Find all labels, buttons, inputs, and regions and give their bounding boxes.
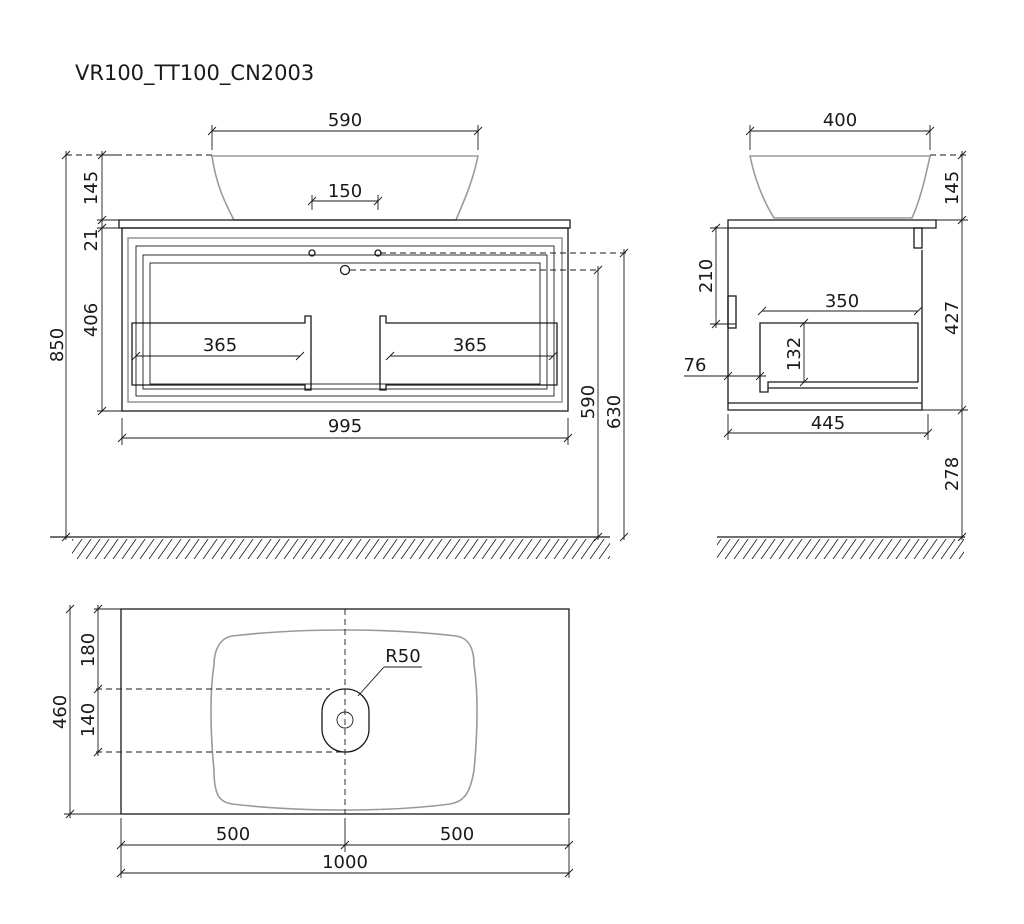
dim-side-drawer-height: 132: [784, 337, 805, 371]
dim-side-drawer-depth: 350: [825, 291, 859, 312]
dim-top-140: 140: [78, 703, 99, 737]
dim-drawer-left: 365: [203, 335, 237, 356]
dim-top-total-width: 1000: [322, 852, 368, 873]
dim-basin-height: 145: [81, 171, 102, 205]
dim-side-cabinet-height: 427: [942, 301, 963, 335]
dim-drawer-right: 365: [453, 335, 487, 356]
cabinet-frame-outer: [127, 237, 563, 403]
dim-side-offset: 76: [684, 355, 707, 376]
drawer-right: [379, 315, 558, 391]
dim-side-upper: 210: [696, 259, 717, 293]
top-basin-outline: [210, 629, 478, 811]
dim-total-height: 850: [47, 328, 68, 362]
cabinet-frame-inner: [142, 254, 548, 390]
side-drawer: [759, 322, 919, 393]
dim-cabinet-width: 995: [328, 416, 362, 437]
dim-drain-spacing: 150: [328, 181, 362, 202]
dim-cabinet-height: 406: [81, 303, 102, 337]
dim-basin-width: 590: [328, 110, 362, 131]
floor-hatch: [72, 539, 610, 559]
drain-hole-left: [308, 249, 316, 257]
front-view: 590 150 145 21 406 850 365 365: [47, 110, 629, 559]
cabinet-frame-mid: [135, 245, 555, 397]
side-handle: [727, 295, 737, 329]
top-drain-hole: [336, 711, 354, 729]
dim-countertop: 21: [81, 229, 102, 252]
dim-pipe-630: 630: [604, 395, 625, 429]
countertop: [118, 219, 571, 229]
top-view: R50 180 140 460 500 500 1000: [50, 604, 574, 878]
dim-side-cabinet-depth: 445: [811, 413, 845, 434]
side-vessel-basin: [749, 155, 931, 219]
dim-radius: R50: [385, 646, 420, 667]
dim-top-depth: 460: [50, 695, 71, 729]
side-floor-hatch: [717, 539, 964, 559]
dim-floor-clearance: 278: [942, 457, 963, 491]
drawing-title: VR100_TT100_CN2003: [75, 61, 314, 86]
dim-side-basin-width: 400: [823, 110, 857, 131]
cabinet-body: [121, 227, 569, 412]
dim-pipe-590: 590: [578, 385, 599, 419]
side-cabinet-body: [727, 228, 923, 411]
siphon-hole: [339, 264, 351, 276]
dim-top-half-left: 500: [216, 824, 250, 845]
dim-top-half-right: 500: [440, 824, 474, 845]
side-countertop: [727, 219, 937, 229]
drawer-left: [131, 315, 312, 391]
dim-side-basin-height: 145: [942, 171, 963, 205]
dim-top-180: 180: [78, 633, 99, 667]
r50-leader: [357, 666, 385, 697]
top-drain-oval: [321, 688, 370, 753]
side-rail: [913, 227, 923, 249]
side-view: 400 145 427 278 210 350 132: [684, 110, 968, 559]
